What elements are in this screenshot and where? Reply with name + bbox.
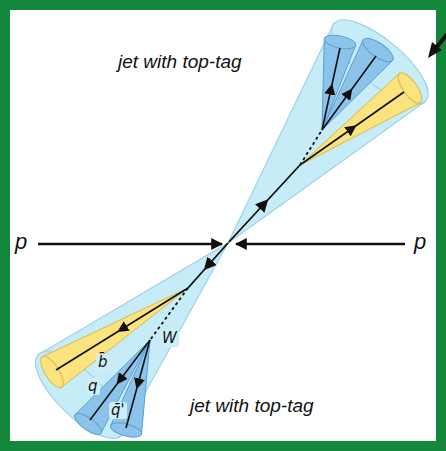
particle-label: W (160, 330, 179, 347)
beam-label: p (414, 230, 426, 254)
jet-label: jet with top-tag (190, 396, 314, 417)
particle-label: q̄' (109, 402, 127, 419)
jet-label: jet with top-tag (118, 52, 242, 73)
beam-line (38, 243, 222, 245)
particle-label: q (86, 378, 100, 395)
pointer-arrow (428, 28, 446, 58)
beam-line (236, 243, 405, 245)
beam-label: p (15, 230, 27, 254)
particle-label: b̄ (96, 354, 110, 371)
top-jet-cone (228, 10, 436, 243)
